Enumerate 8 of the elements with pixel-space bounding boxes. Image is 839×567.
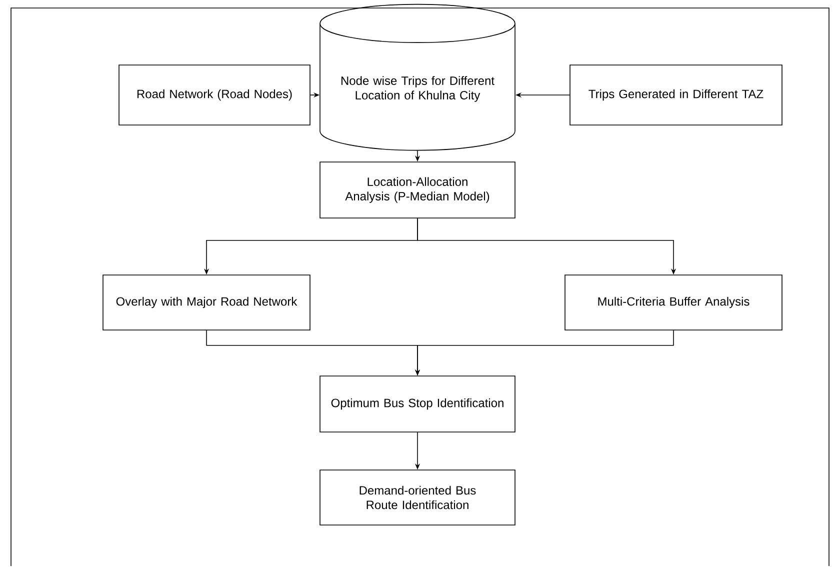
process-box: Overlay with Major Road Network (102, 274, 310, 330)
process-box: Road Network (Road Nodes) (118, 64, 310, 126)
process-box: Optimum Bus Stop Identification (320, 376, 516, 432)
process-box: Location-Allocation Analysis (P-Median Model) (320, 162, 516, 218)
process-box: Trips Generated in Different TAZ (570, 64, 782, 126)
database-cylinder: Node wise Trips for Different Location of Khulna City (320, 4, 516, 151)
process-box: Multi-Criteria Buffer Analysis (564, 274, 782, 330)
process-box: Demand-oriented Bus Route Identification (320, 470, 516, 526)
